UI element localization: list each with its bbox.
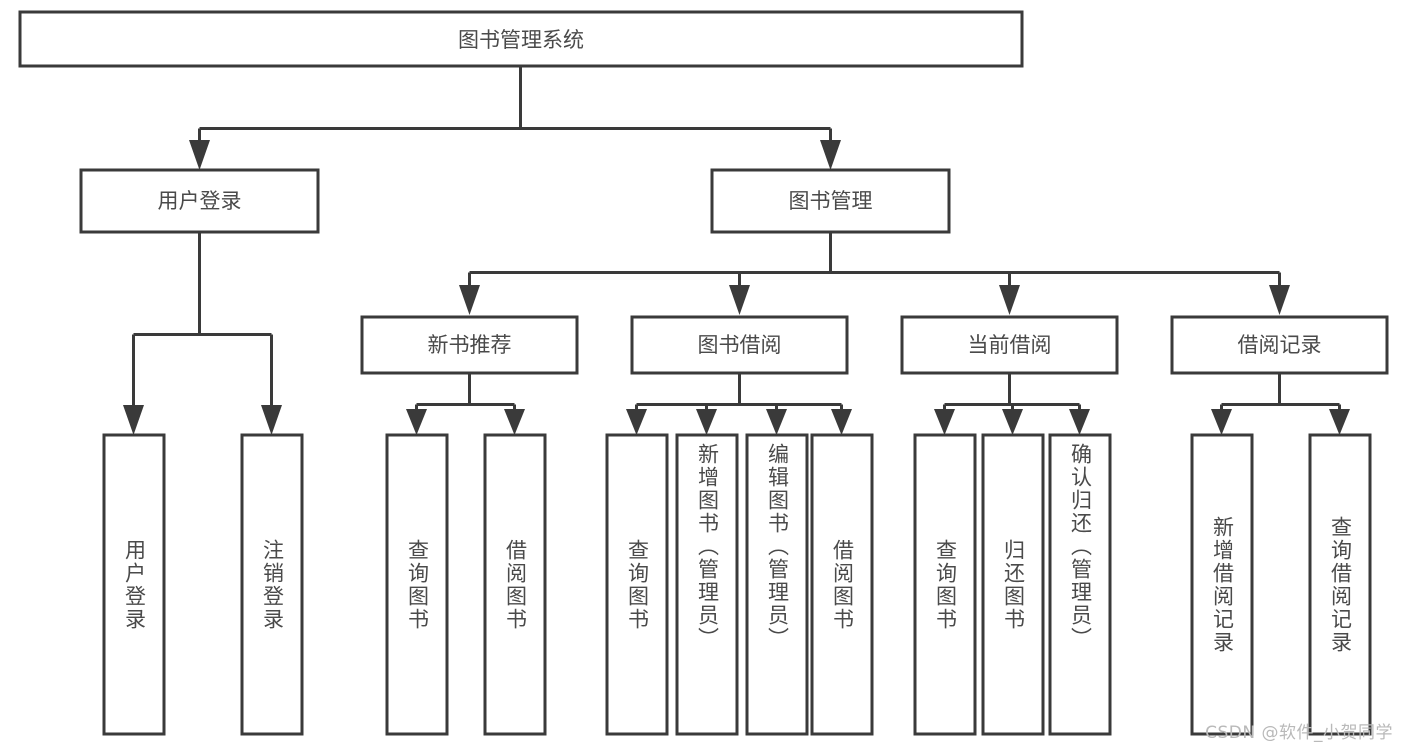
arrow-leaf-borrow-book-1 xyxy=(504,409,525,435)
connectors-current-borrow-to-leaves xyxy=(934,373,1090,435)
connectors-new-book-recommend-to-leaves xyxy=(406,373,525,435)
arrow-current-borrow xyxy=(999,285,1020,315)
borrow-record-box[interactable] xyxy=(1170,315,1389,375)
arrow-user-login xyxy=(189,140,210,170)
new-book-recommend-box[interactable] xyxy=(360,315,579,375)
connectors-borrow-record-to-leaves xyxy=(1211,373,1350,435)
arrow-leaf-edit-book xyxy=(766,409,787,435)
leaf-box-query-book-1[interactable] xyxy=(385,433,449,736)
current-borrow-label: 当前借阅 xyxy=(968,333,1052,357)
root-label: 图书管理系统 xyxy=(458,28,584,52)
node-borrow-record[interactable]: 借阅记录 xyxy=(1170,315,1389,375)
leaf-box-query-book-3[interactable] xyxy=(913,433,977,736)
borrow-record-label: 借阅记录 xyxy=(1238,333,1322,357)
arrow-leaf-query-book-2 xyxy=(626,409,647,435)
connectors-user-login-to-leaves xyxy=(123,232,282,435)
node-new-book-recommend[interactable]: 新书推荐 xyxy=(360,315,579,375)
arrow-leaf-query-record xyxy=(1329,409,1350,435)
arrow-new-book-recommend xyxy=(459,285,480,315)
book-manage-box[interactable] xyxy=(710,168,951,234)
leaf-box-user-login[interactable] xyxy=(102,433,166,736)
arrow-leaf-add-record xyxy=(1211,409,1232,435)
leaf-box-add-record[interactable] xyxy=(1190,433,1254,736)
node-user-login[interactable]: 用户登录 xyxy=(79,168,320,234)
node-current-borrow[interactable]: 当前借阅 xyxy=(900,315,1119,375)
leaf-box-logout[interactable] xyxy=(240,433,304,736)
book-borrow-box[interactable] xyxy=(630,315,849,375)
user-login-box[interactable] xyxy=(79,168,320,234)
node-book-borrow[interactable]: 图书借阅 xyxy=(630,315,849,375)
book-manage-label: 图书管理 xyxy=(789,189,873,213)
leaf-box-borrow-book-2[interactable] xyxy=(810,433,874,736)
arrow-leaf-borrow-book-2 xyxy=(831,409,852,435)
user-login-label: 用户登录 xyxy=(158,189,242,213)
csdn-watermark: CSDN @软件_小贺同学 xyxy=(1205,723,1393,743)
leaf-box-confirm-return[interactable] xyxy=(1048,433,1112,736)
root-box[interactable] xyxy=(18,10,1024,68)
arrow-leaf-query-book-3 xyxy=(934,409,955,435)
arrow-leaf-user-login xyxy=(123,405,144,435)
connectors-root-to-level2 xyxy=(189,67,841,170)
arrow-book-manage xyxy=(820,140,841,170)
leaf-box-query-book-2[interactable] xyxy=(605,433,669,736)
current-borrow-box[interactable] xyxy=(900,315,1119,375)
leaf-box-add-book[interactable] xyxy=(675,433,739,736)
arrow-book-borrow xyxy=(729,285,750,315)
leaf-box-return-book[interactable] xyxy=(981,433,1045,736)
arrow-borrow-record xyxy=(1269,285,1290,315)
leaf-box-borrow-book-1[interactable] xyxy=(483,433,547,736)
connectors-book-manage-to-level3 xyxy=(459,232,1290,315)
connectors-book-borrow-to-leaves xyxy=(626,373,852,435)
leaf-box-edit-book[interactable] xyxy=(745,433,809,736)
arrow-leaf-return-book xyxy=(1002,409,1023,435)
arrow-leaf-add-book xyxy=(696,409,717,435)
new-book-recommend-label: 新书推荐 xyxy=(428,333,512,357)
node-book-manage[interactable]: 图书管理 xyxy=(710,168,951,234)
arrow-leaf-query-book-1 xyxy=(406,409,427,435)
book-borrow-label: 图书借阅 xyxy=(698,333,782,357)
arrow-leaf-confirm-return xyxy=(1069,409,1090,435)
leaf-box-query-record[interactable] xyxy=(1308,433,1372,736)
node-root[interactable]: 图书管理系统 xyxy=(18,10,1024,68)
arrow-leaf-logout xyxy=(261,405,282,435)
